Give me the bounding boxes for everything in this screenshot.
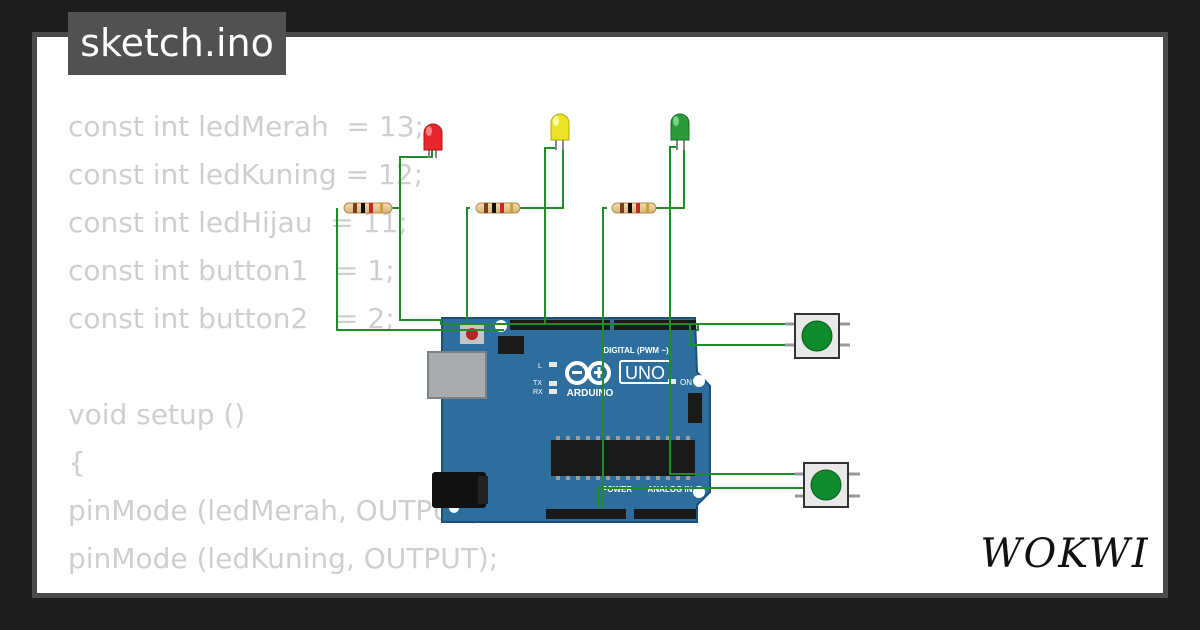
led-l-label: L	[538, 363, 542, 370]
led-red[interactable]	[423, 123, 443, 158]
arduino-uno-board[interactable]: UNO ARDUINO DIGITAL (PWM ~) POWER ANALOG…	[427, 317, 711, 523]
code-line: const int button2 = 2;	[68, 302, 395, 335]
resistor-yellow[interactable]	[475, 202, 521, 214]
board-model-label: UNO	[625, 363, 665, 383]
code-line: {	[68, 446, 86, 479]
code-line: void setup ()	[68, 398, 246, 431]
code-line: const int button1 = 1;	[68, 254, 395, 287]
code-line: pinMode (ledKuning, OUTPUT);	[68, 542, 499, 575]
digital-label: DIGITAL (PWM ~)	[603, 346, 669, 355]
code-background: const int ledMerah = 13; const int ledKun…	[68, 103, 498, 593]
simulation-canvas[interactable]: const int ledMerah = 13; const int ledKun…	[37, 37, 1163, 593]
atmega-chip	[551, 440, 695, 476]
power-jack	[432, 472, 486, 508]
resistor-red[interactable]	[343, 202, 393, 214]
wokwi-logo: WOKWI	[980, 531, 1149, 577]
code-line: const int ledKuning = 12;	[68, 158, 424, 191]
led-tx-label: TX	[533, 380, 542, 387]
arduino-logo-icon	[565, 361, 611, 385]
pushbutton-2[interactable]	[795, 462, 860, 508]
wokwi-logo-text: WOKWI	[980, 531, 1149, 577]
file-tab[interactable]: sketch.ino	[68, 12, 286, 75]
led-green[interactable]	[670, 113, 690, 150]
led-rx-label: RX	[533, 389, 543, 396]
power-label: POWER	[602, 485, 632, 494]
code-line: pinMode (ledHijau, OUTPUT);	[68, 583, 498, 593]
code-line: const int ledMerah = 13;	[68, 110, 424, 143]
analog-label: ANALOG IN	[648, 485, 693, 494]
pushbutton-1[interactable]	[785, 313, 850, 359]
led-yellow[interactable]	[550, 113, 570, 150]
power-header	[546, 509, 626, 519]
on-label: ON	[680, 378, 692, 387]
resistor-green[interactable]	[611, 202, 657, 214]
board-brand-label: ARDUINO	[567, 388, 614, 399]
usb-port	[427, 351, 487, 399]
analog-header	[634, 509, 696, 519]
